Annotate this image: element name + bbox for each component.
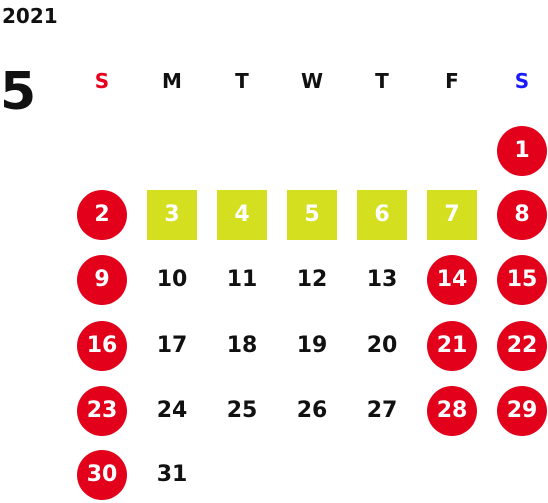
holiday-day-cell: 9	[77, 255, 127, 305]
weekday-label: T	[375, 69, 389, 93]
weekday-label: S	[94, 69, 110, 93]
holiday-day-cell: 15	[497, 255, 547, 305]
day-cell: 13	[366, 267, 398, 292]
day-cell: 10	[156, 267, 188, 292]
weekday-label: M	[162, 69, 182, 93]
weekday-label: T	[235, 69, 249, 93]
day-cell: 24	[156, 398, 188, 423]
day-cell: 17	[156, 333, 188, 358]
holiday-day-cell: 22	[497, 321, 547, 371]
day-cell: 27	[366, 398, 398, 423]
day-cell: 19	[296, 333, 328, 358]
weekday-label: W	[300, 69, 324, 93]
holiday-day-cell: 23	[77, 386, 127, 436]
day-cell: 31	[156, 462, 188, 487]
holiday-day-cell: 14	[427, 255, 477, 305]
holiday-day-cell: 1	[497, 126, 547, 176]
holiday-day-cell: 16	[77, 321, 127, 371]
calendar-month: 5	[0, 62, 37, 122]
day-cell: 11	[226, 267, 258, 292]
day-cell: 25	[226, 398, 258, 423]
holiday-day-cell: 28	[427, 386, 477, 436]
highlighted-day-cell: 3	[147, 190, 197, 240]
day-cell: 12	[296, 267, 328, 292]
holiday-day-cell: 8	[497, 190, 547, 240]
highlighted-day-cell: 6	[357, 190, 407, 240]
highlighted-day-cell: 5	[287, 190, 337, 240]
day-cell: 20	[366, 333, 398, 358]
day-cell: 26	[296, 398, 328, 423]
day-cell: 18	[226, 333, 258, 358]
holiday-day-cell: 29	[497, 386, 547, 436]
holiday-day-cell: 2	[77, 190, 127, 240]
highlighted-day-cell: 4	[217, 190, 267, 240]
weekday-label: F	[445, 69, 459, 93]
weekday-label: S	[514, 69, 530, 93]
holiday-day-cell: 30	[77, 450, 127, 500]
calendar-year: 2021	[2, 4, 58, 28]
highlighted-day-cell: 7	[427, 190, 477, 240]
holiday-day-cell: 21	[427, 321, 477, 371]
